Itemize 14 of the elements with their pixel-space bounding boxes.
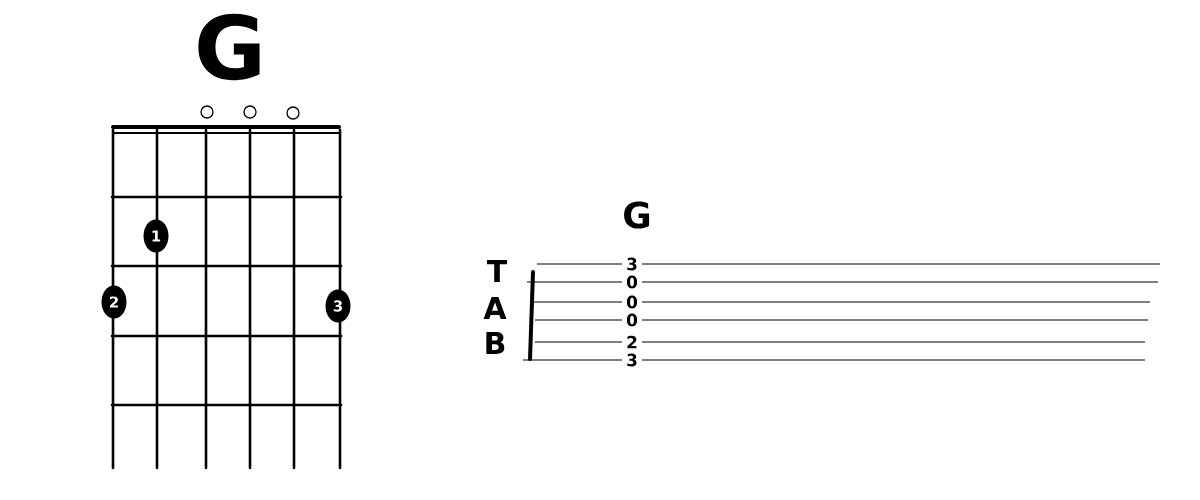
open-string-marker — [200, 105, 214, 119]
fret-number: 3 — [627, 257, 637, 271]
tab-letter: B — [486, 332, 505, 354]
fret-number: 3 — [627, 353, 637, 367]
chord-name: G — [624, 201, 650, 229]
fret-number: 2 — [627, 335, 637, 349]
tab-letter: T — [486, 260, 508, 282]
tab-letter: A — [483, 297, 507, 319]
fret-number: 0 — [626, 313, 638, 327]
fret-number: 0 — [626, 295, 638, 309]
open-string-marker — [286, 106, 300, 120]
chord-title: G — [198, 13, 260, 81]
open-string-marker — [243, 105, 257, 119]
fret-number: 0 — [626, 275, 638, 289]
